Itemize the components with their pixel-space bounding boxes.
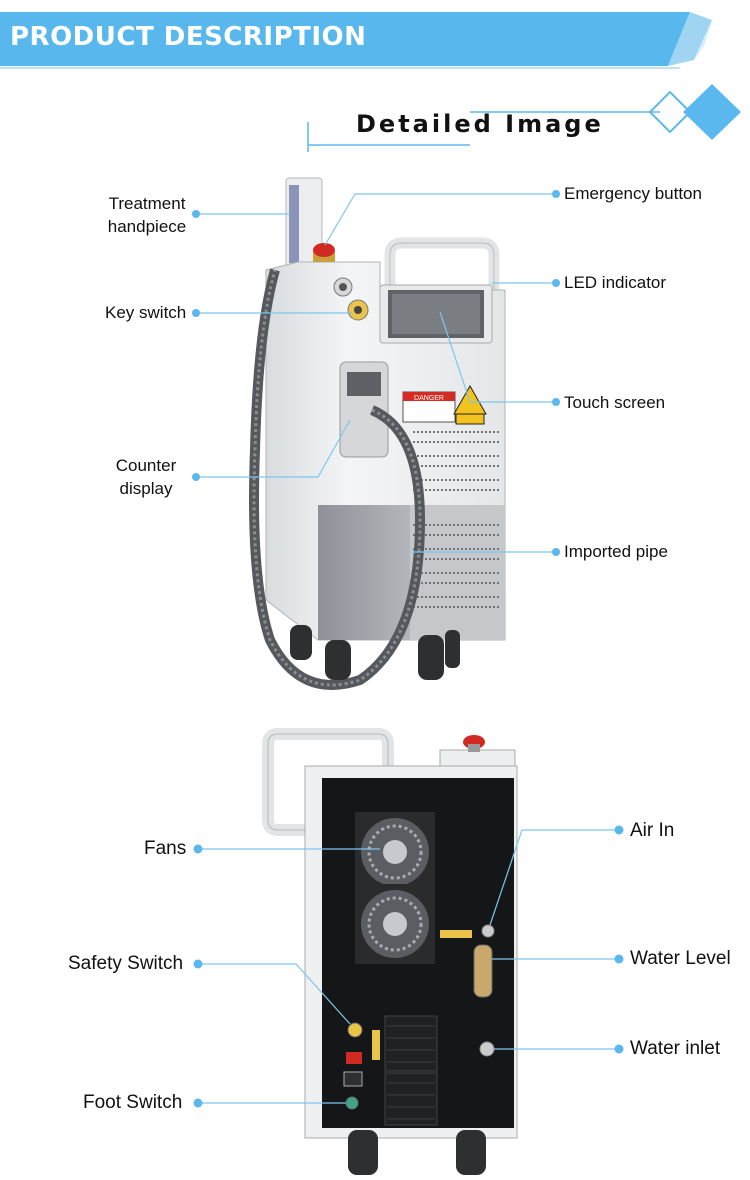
label-treatment-handpiece: Treatment handpiece: [107, 194, 187, 236]
label-fans: Fans: [144, 838, 187, 859]
diamond-icon: [683, 84, 741, 140]
front-leader-lines: [196, 193, 556, 553]
label-water-inlet: Water inlet: [630, 1038, 721, 1059]
banner-background: [0, 2, 718, 69]
rear-device: [262, 728, 518, 1175]
rear-leader-lines: [198, 829, 619, 1104]
fan-top: [355, 812, 435, 892]
label-emergency-button: Emergency button: [564, 184, 702, 203]
label-safety-switch: Safety Switch: [68, 953, 184, 974]
section-title: Detailed Image: [356, 110, 604, 138]
diamond-outline-icon: [648, 90, 692, 134]
danger-label: DANGER: [414, 395, 444, 402]
rear-leader-dots: [193, 825, 624, 1108]
front-device: DANGER: [249, 177, 506, 690]
header-banner: PRODUCT DESCRIPTION: [0, 0, 750, 90]
label-air-in: Air In: [630, 820, 675, 841]
label-counter-display: Counter display: [115, 456, 177, 498]
label-led-indicator: LED indicator: [564, 273, 667, 292]
label-key-switch: Key switch: [105, 303, 187, 322]
label-foot-switch: Foot Switch: [83, 1092, 183, 1113]
banner-title: PRODUCT DESCRIPTION: [10, 22, 367, 52]
label-touch-screen: Touch screen: [564, 393, 666, 412]
front-leader-dots: [192, 190, 560, 556]
fan-bottom: [355, 884, 435, 964]
label-water-level: Water Level: [630, 948, 731, 969]
label-imported-pipe: Imported pipe: [564, 542, 668, 561]
section-title-decoration: [307, 84, 741, 152]
